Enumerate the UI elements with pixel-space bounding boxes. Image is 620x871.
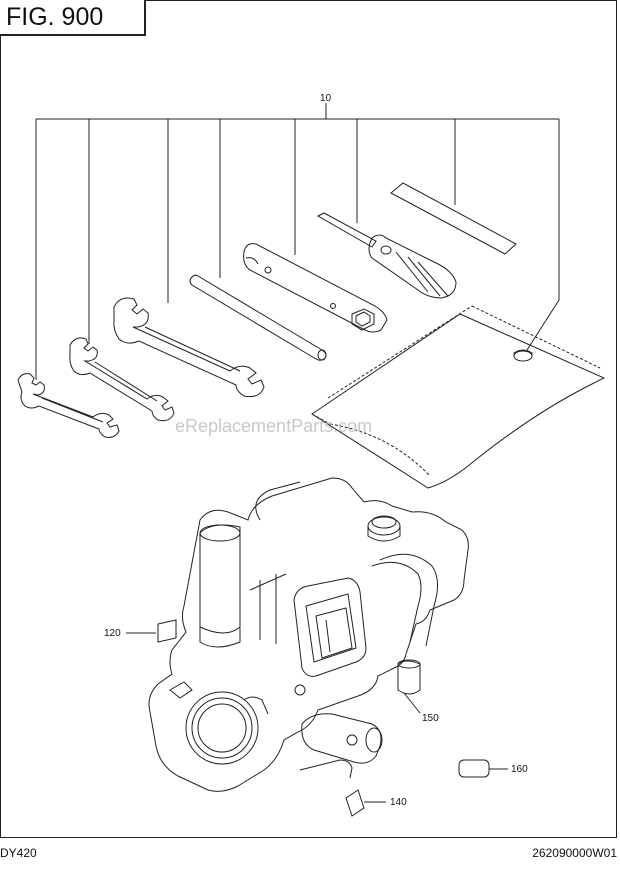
wrench-large	[113, 297, 265, 398]
wrench-medium	[69, 337, 175, 422]
watermark-text: eReplacementParts.com	[175, 416, 372, 436]
callout-140: 140	[390, 797, 407, 808]
callout-120: 120	[104, 628, 121, 639]
label-160-part	[458, 759, 508, 778]
callout-160: 160	[511, 764, 528, 775]
box-spanner	[243, 243, 388, 333]
callout-150: 150	[422, 713, 439, 724]
engine-assembly	[148, 477, 469, 792]
screwdriver	[316, 212, 457, 299]
label-120-part	[126, 619, 177, 643]
wrench-small	[17, 373, 120, 438]
model-number: DY420	[0, 846, 37, 860]
part-code: 262090000W01	[532, 846, 617, 860]
tool-kit-bracket	[35, 103, 560, 380]
callout-10: 10	[320, 93, 332, 104]
diagram-frame	[0, 0, 617, 838]
leader-150	[403, 692, 421, 714]
tool-bag	[311, 305, 606, 489]
figure-title: FIG. 900	[0, 0, 146, 36]
strip-tag	[390, 182, 517, 255]
tommy-bar	[189, 274, 327, 361]
label-140-part	[345, 789, 386, 817]
